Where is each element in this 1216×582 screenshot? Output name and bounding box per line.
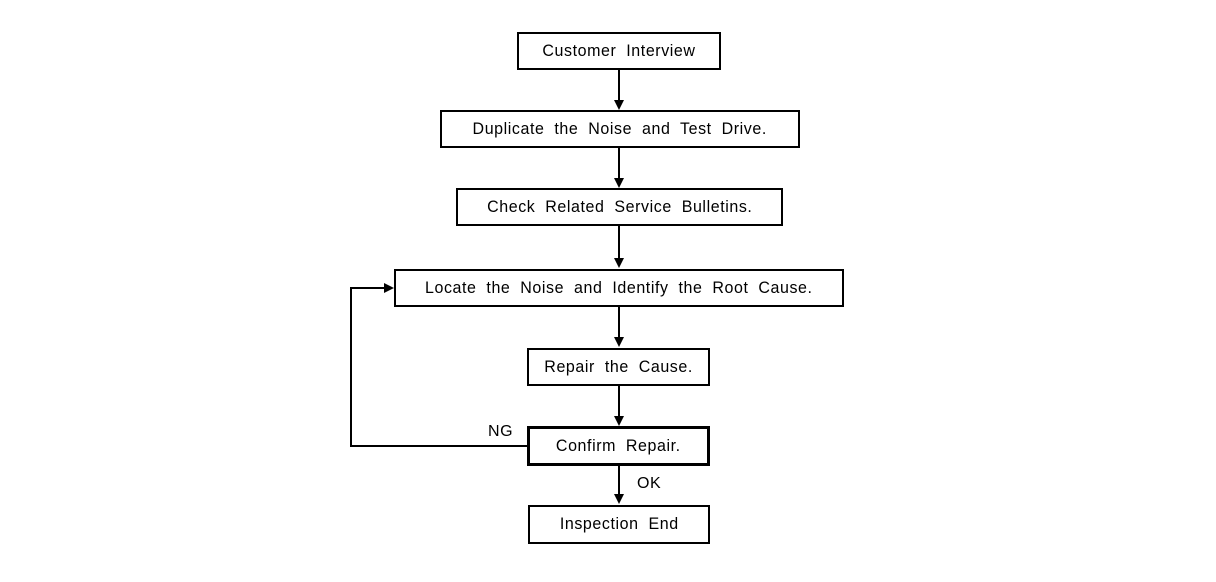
- arrowhead-to-check-bulletins: [614, 178, 624, 188]
- loop-ng-horizontal-top: [350, 287, 386, 289]
- node-duplicate-noise: Duplicate the Noise and Test Drive.: [440, 110, 800, 148]
- node-label-customer-interview: Customer Interview: [542, 41, 696, 60]
- arrowhead-to-inspection-end: [614, 494, 624, 504]
- connector-customer-interview-to-duplicate-noise: [618, 70, 620, 101]
- node-label-duplicate-noise: Duplicate the Noise and Test Drive.: [472, 119, 768, 138]
- edge-label-ok: OK: [637, 475, 662, 492]
- connector-confirm-repair-to-inspection-end: [618, 466, 620, 495]
- edge-label-ng: NG: [488, 423, 514, 440]
- arrowhead-to-locate-noise: [614, 258, 624, 268]
- arrowhead-to-confirm-repair: [614, 416, 624, 426]
- connector-repair-cause-to-confirm-repair: [618, 386, 620, 417]
- node-label-locate-noise: Locate the Noise and Identify the Root C…: [425, 278, 813, 297]
- node-repair-cause: Repair the Cause.: [527, 348, 710, 386]
- node-check-bulletins: Check Related Service Bulletins.: [456, 188, 783, 226]
- node-label-inspection-end: Inspection End: [559, 515, 679, 534]
- node-label-repair-cause: Repair the Cause.: [544, 357, 693, 376]
- node-customer-interview: Customer Interview: [517, 32, 721, 70]
- node-inspection-end: Inspection End: [528, 505, 710, 544]
- loop-ng-vertical-left: [350, 287, 352, 447]
- connector-check-bulletins-to-locate-noise: [618, 226, 620, 259]
- loop-ng-horizontal-bottom: [350, 445, 528, 447]
- node-label-confirm-repair: Confirm Repair.: [556, 436, 681, 455]
- arrowhead-loop-to-locate-noise: [384, 283, 394, 293]
- node-confirm-repair: Confirm Repair.: [527, 426, 710, 466]
- arrowhead-to-duplicate-noise: [614, 100, 624, 110]
- node-label-check-bulletins: Check Related Service Bulletins.: [486, 197, 753, 216]
- connector-locate-noise-to-repair-cause: [618, 307, 620, 338]
- connector-duplicate-noise-to-check-bulletins: [618, 148, 620, 179]
- arrowhead-to-repair-cause: [614, 337, 624, 347]
- node-locate-noise: Locate the Noise and Identify the Root C…: [394, 269, 844, 307]
